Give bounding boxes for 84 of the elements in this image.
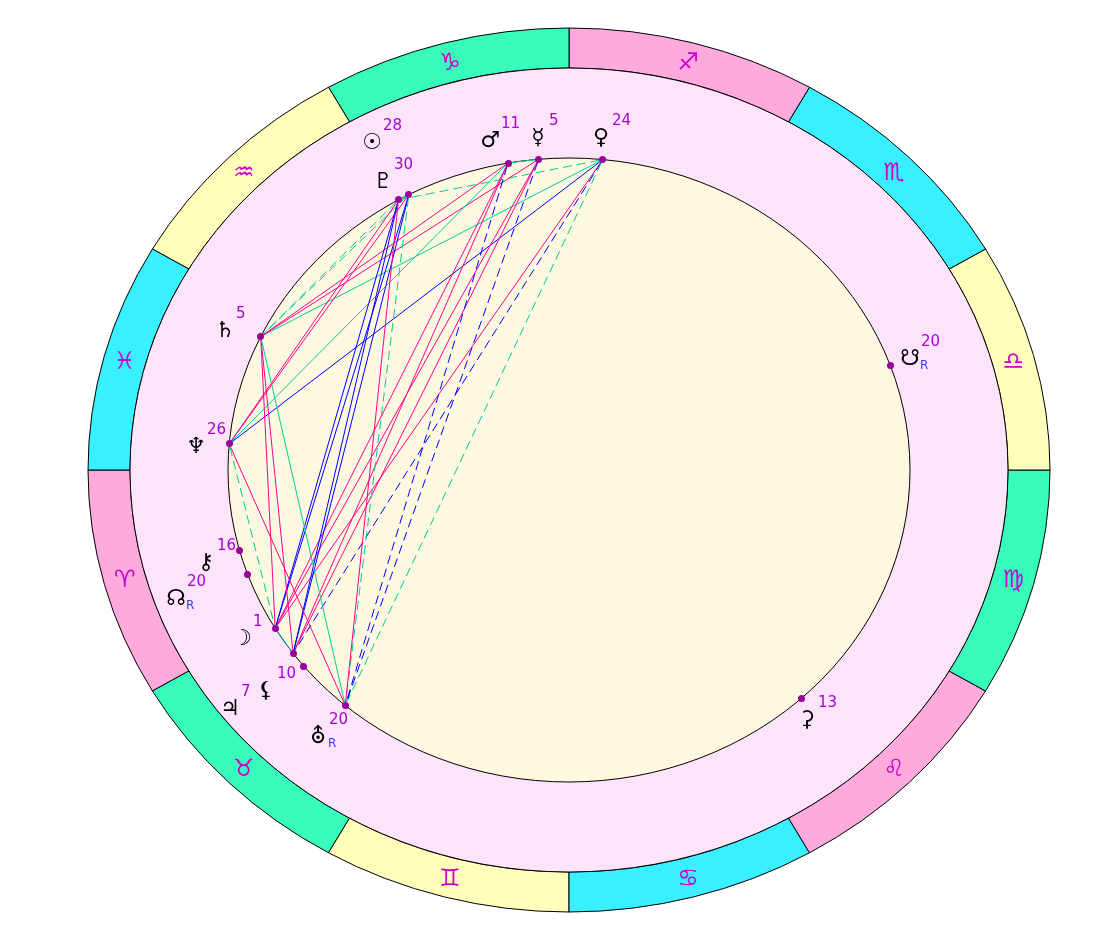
position-dot bbox=[886, 361, 894, 369]
planet-symbol: ♀ bbox=[592, 126, 610, 148]
zodiac-segment bbox=[568, 27, 811, 123]
planet-symbol: ♄ bbox=[215, 319, 235, 341]
position-dot bbox=[504, 159, 512, 167]
sign-glyph: ♏ bbox=[883, 159, 905, 184]
aspect-line bbox=[260, 339, 294, 651]
position-dot bbox=[395, 196, 402, 204]
degree-number: 20 bbox=[329, 712, 349, 727]
planet-symbol: ⚳ bbox=[798, 708, 816, 730]
planet-symbol: ♆ bbox=[186, 435, 206, 457]
degree-number: 28 bbox=[383, 118, 403, 133]
zodiac-segment bbox=[787, 670, 987, 854]
planet-symbol: ⚷ bbox=[197, 551, 215, 573]
degree-number: 5 bbox=[236, 306, 246, 321]
sign-glyph: ♌ bbox=[883, 756, 905, 781]
position-dot bbox=[236, 547, 244, 555]
aspect-line bbox=[231, 165, 507, 442]
degree-number: 7 bbox=[241, 684, 251, 699]
zodiac-segment bbox=[948, 248, 1051, 471]
sign-glyph: ♉ bbox=[232, 756, 255, 781]
aspect-line bbox=[231, 161, 601, 443]
sign-glyph: ♍ bbox=[1002, 567, 1025, 592]
degree-number: 13 bbox=[818, 695, 838, 710]
planet-symbol: ♃ bbox=[220, 697, 240, 719]
aspect-line bbox=[229, 446, 275, 626]
sign-glyph: ♑ bbox=[439, 50, 461, 75]
aspect-line bbox=[346, 162, 602, 703]
sign-glyph: ♎ bbox=[1002, 348, 1025, 373]
sign-glyph: ♐ bbox=[677, 50, 699, 75]
zodiac-segment bbox=[87, 248, 190, 471]
aspect-line bbox=[230, 446, 345, 703]
position-dot bbox=[405, 191, 413, 198]
degree-number: 20 bbox=[187, 574, 207, 589]
degree-number: 1 bbox=[253, 614, 263, 629]
position-dot bbox=[300, 662, 308, 670]
aspect-line bbox=[345, 197, 409, 703]
planet-symbol: ⚸ bbox=[257, 679, 275, 701]
planet-symbol: ☉ bbox=[362, 131, 382, 153]
degree-number: 10 bbox=[277, 666, 297, 681]
aspect-line bbox=[511, 159, 536, 164]
planet-symbol: ☊ bbox=[166, 587, 186, 609]
retrograde-mark: R bbox=[920, 359, 929, 371]
position-dot bbox=[341, 701, 349, 709]
retrograde-mark: R bbox=[186, 599, 195, 611]
position-dot bbox=[244, 570, 252, 578]
aspect-line bbox=[345, 202, 399, 703]
aspect-line bbox=[261, 339, 345, 703]
aspect-line bbox=[401, 159, 600, 200]
planet-symbol: ♂ bbox=[480, 129, 500, 151]
degree-number: 30 bbox=[394, 157, 414, 172]
degree-number: 24 bbox=[612, 113, 632, 128]
degree-number: 5 bbox=[549, 113, 559, 128]
position-dot bbox=[535, 155, 543, 163]
sign-glyph: ♊ bbox=[439, 865, 461, 890]
position-dot bbox=[271, 624, 279, 632]
position-dot bbox=[225, 440, 233, 448]
planet-symbol: ♇ bbox=[373, 170, 393, 192]
planet-symbol: ☿ bbox=[531, 126, 545, 148]
sign-glyph: ♋ bbox=[677, 865, 699, 890]
position-dot bbox=[599, 156, 607, 164]
planet-symbol: ☽ bbox=[232, 627, 252, 649]
zodiac-segment bbox=[948, 469, 1051, 693]
degree-number: 20 bbox=[921, 334, 941, 349]
aspect-line bbox=[263, 160, 601, 336]
position-dot bbox=[289, 649, 297, 657]
position-dot bbox=[798, 694, 806, 702]
aspect-line bbox=[260, 339, 276, 626]
aspect-line bbox=[401, 195, 407, 199]
position-dot bbox=[257, 333, 265, 341]
sign-glyph: ♓ bbox=[113, 348, 136, 373]
zodiac-segment bbox=[327, 817, 570, 913]
zodiac-segment bbox=[787, 86, 987, 270]
degree-number: 16 bbox=[217, 538, 237, 553]
aspect-line bbox=[276, 630, 292, 652]
planet-symbol: ☋ bbox=[900, 347, 920, 369]
sign-glyph: ♒ bbox=[232, 159, 255, 184]
zodiac-segment bbox=[151, 86, 351, 270]
zodiac-segment bbox=[567, 817, 811, 913]
retrograde-mark: R bbox=[328, 737, 337, 749]
planet-symbol: ⛢ bbox=[309, 725, 327, 747]
degree-number: 11 bbox=[501, 116, 521, 131]
sign-glyph: ♈ bbox=[113, 567, 136, 592]
degree-number: 26 bbox=[207, 422, 227, 437]
